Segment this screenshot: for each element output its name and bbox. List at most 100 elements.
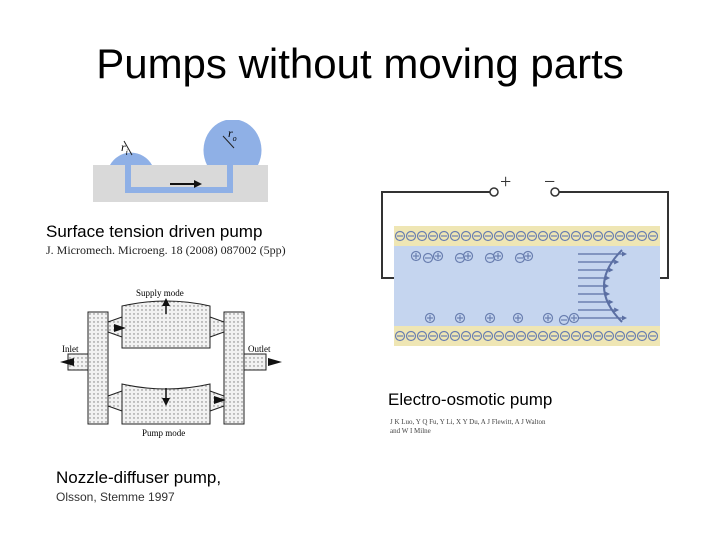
wall-charge-symbol xyxy=(504,330,516,342)
electro-osmotic-reference: J K Luo, Y Q Fu, Y Li, X Y Du, A J Flewi… xyxy=(390,418,620,436)
wall-charge-symbol xyxy=(537,230,549,242)
wall-charge-symbol xyxy=(405,230,417,242)
ri-arrow xyxy=(123,140,133,156)
outlet-port xyxy=(243,353,267,371)
wall-charge-symbol xyxy=(647,230,659,242)
positive-ion xyxy=(522,250,534,262)
profile-arrowhead xyxy=(605,291,611,297)
wall-charge-symbol xyxy=(625,330,637,342)
wall-charge-symbol xyxy=(471,230,483,242)
wall-charge-symbol xyxy=(559,330,571,342)
wall-charge-symbol xyxy=(548,230,560,242)
pump-nozzle-left xyxy=(107,390,123,412)
wall-charge-symbol xyxy=(493,230,505,242)
wall-charge-symbol xyxy=(614,230,626,242)
negative-ion xyxy=(422,252,434,264)
wall-charge-symbol xyxy=(438,330,450,342)
wall-charge-symbol xyxy=(548,330,560,342)
wire-right xyxy=(555,191,669,279)
outlet-arrow xyxy=(268,358,282,366)
wall-charge-symbol xyxy=(449,330,461,342)
wall-charge-symbol xyxy=(405,330,417,342)
profile-arrowhead xyxy=(614,307,620,313)
surface-tension-diagram: ri ro xyxy=(93,120,268,202)
supply-mode-label: Supply mode xyxy=(136,288,184,298)
wall-charge-symbol xyxy=(581,230,593,242)
positive-ion xyxy=(454,312,466,324)
electro-osmotic-caption: Electro-osmotic pump xyxy=(388,390,553,409)
profile-arrowhead xyxy=(608,267,614,273)
profile-arrowhead xyxy=(608,299,614,305)
fluid-channel xyxy=(394,246,660,326)
negative-ion xyxy=(514,252,526,264)
wall-charge-symbol xyxy=(438,230,450,242)
wall-charge-symbol xyxy=(592,230,604,242)
inlet-block xyxy=(87,311,109,425)
negative-ion xyxy=(558,314,570,326)
wall-charge-symbol xyxy=(416,330,428,342)
ri-label: ri xyxy=(121,140,128,157)
channel xyxy=(125,165,233,193)
page-title: Pumps without moving parts xyxy=(96,40,624,87)
positive-ion xyxy=(462,250,474,262)
wall-charge-symbol xyxy=(636,230,648,242)
wall-charge-symbol xyxy=(427,330,439,342)
small-droplet xyxy=(110,152,152,165)
wall-charge-symbol xyxy=(515,230,527,242)
supply-arrowhead xyxy=(162,298,170,306)
profile-arrowhead xyxy=(604,283,609,289)
top-wall-charges xyxy=(394,230,659,242)
flow-profile-arrows xyxy=(578,251,627,321)
wall-charge-symbol xyxy=(592,330,604,342)
minus-label: − xyxy=(544,171,555,193)
wall-charge-symbol xyxy=(449,230,461,242)
positive-ion xyxy=(432,250,444,262)
wall-charge-symbol xyxy=(416,230,428,242)
wall-charge-symbol xyxy=(570,330,582,342)
pump-arrowhead xyxy=(162,398,170,406)
wall-charge-symbol xyxy=(427,230,439,242)
electro-osmotic-diagram: + − xyxy=(381,171,669,346)
positive-ion xyxy=(542,312,554,324)
wall-charge-symbol xyxy=(537,330,549,342)
electro-osmotic-reference-line2: and W I Milne xyxy=(390,427,431,435)
wall-charge-symbol xyxy=(614,330,626,342)
wall-charge-symbol xyxy=(482,230,494,242)
ro-arrow xyxy=(222,135,235,149)
wall-charge-symbol xyxy=(526,330,538,342)
wall-charge-symbol xyxy=(504,230,516,242)
positive-ion xyxy=(512,312,524,324)
wall-charge-symbol xyxy=(460,230,472,242)
outlet-label: Outlet xyxy=(248,344,271,354)
profile-arrowhead xyxy=(605,275,611,281)
wall-charge-symbol xyxy=(603,230,615,242)
wall-charge-symbol xyxy=(625,230,637,242)
positive-terminal xyxy=(489,187,499,197)
profile-arrowhead xyxy=(622,315,627,321)
positive-ion xyxy=(484,312,496,324)
wall-charge-symbol xyxy=(603,330,615,342)
nozzle-diffuser-caption: Nozzle-diffuser pump, xyxy=(56,468,222,487)
wall-charge-symbol xyxy=(394,230,406,242)
wall-charge-symbol xyxy=(482,330,494,342)
ro-label: ro xyxy=(228,126,237,143)
inlet-label: Inlet xyxy=(62,344,79,354)
positive-ion xyxy=(424,312,436,324)
inlet-flow-arrow-1 xyxy=(114,324,126,332)
nozzle-diffuser-reference: Olsson, Stemme 1997 xyxy=(56,490,175,504)
wall-charge-symbol xyxy=(647,330,659,342)
nozzle-diffuser-diagram: Supply mode Pump mode Inlet Outlet xyxy=(60,288,282,438)
wire-left xyxy=(381,191,494,279)
supply-nozzle-right xyxy=(209,316,225,338)
negative-ion xyxy=(454,252,466,264)
inlet-arrow xyxy=(60,358,74,366)
bottom-wall-charges xyxy=(394,330,659,342)
wall-charge-symbol xyxy=(515,330,527,342)
electro-osmotic-reference-line1: J K Luo, Y Q Fu, Y Li, X Y Du, A J Flewi… xyxy=(390,418,546,426)
wall-charge-symbol xyxy=(526,230,538,242)
large-droplet xyxy=(203,120,262,165)
surface-tension-caption: Surface tension driven pump xyxy=(46,222,263,241)
surface-tension-reference: J. Micromech. Microeng. 18 (2008) 087002… xyxy=(46,243,286,257)
negative-terminal xyxy=(550,187,560,197)
profile-arrowhead xyxy=(614,259,620,265)
